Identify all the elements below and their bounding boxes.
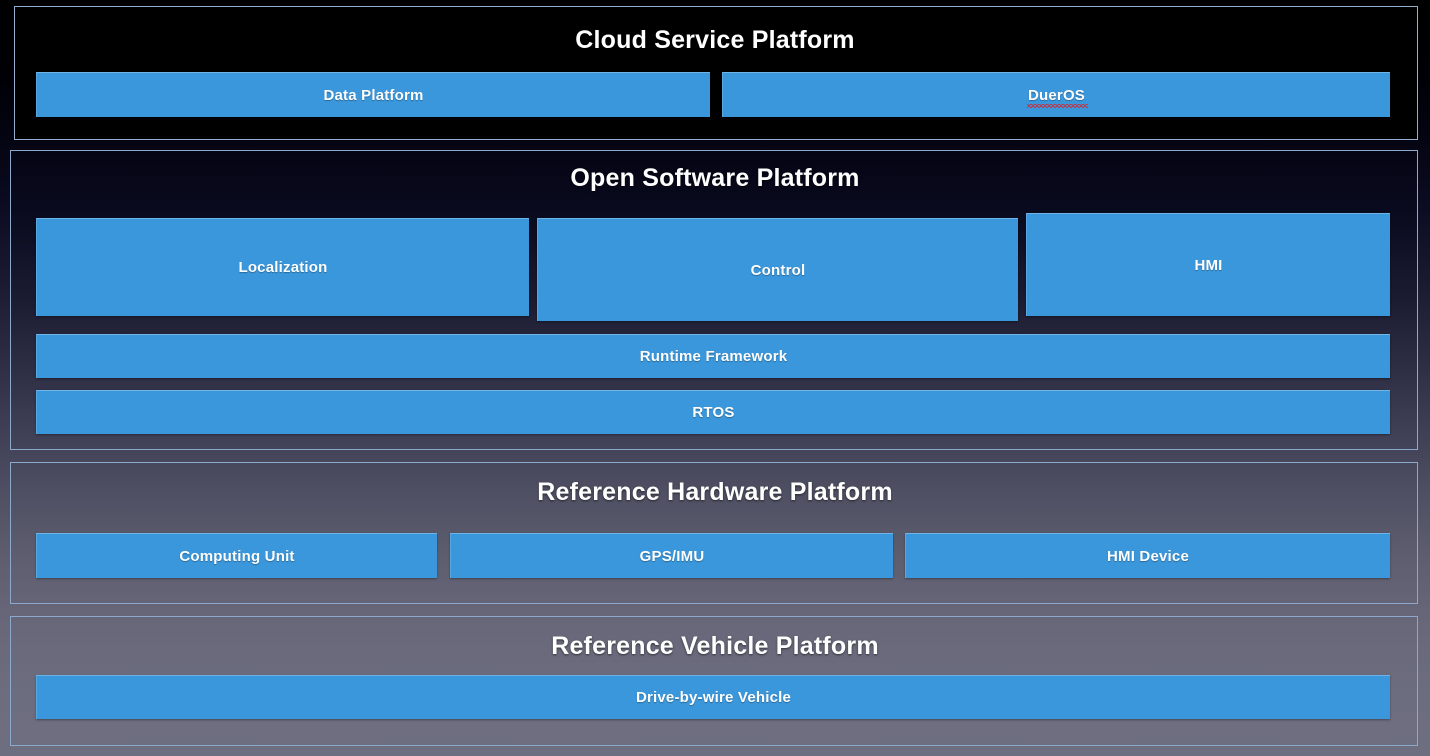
block-label-hmi-device: HMI Device xyxy=(1106,547,1190,565)
block-control[interactable]: Control xyxy=(537,218,1018,321)
block-localization[interactable]: Localization xyxy=(36,218,529,316)
block-label-drive-by-wire-vehicle: Drive-by-wire Vehicle xyxy=(635,689,792,706)
block-label-runtime-framework: Runtime Framework xyxy=(639,348,788,365)
layer-title-reference-hardware-platform: Reference Hardware Platform xyxy=(537,478,893,506)
layer-title-open-software-platform: Open Software Platform xyxy=(570,164,860,192)
block-data-platform[interactable]: Data Platform xyxy=(36,72,710,117)
block-runtime-framework[interactable]: Runtime Framework xyxy=(36,334,1390,378)
block-drive-by-wire-vehicle[interactable]: Drive-by-wire Vehicle xyxy=(36,675,1390,719)
block-label-computing-unit: Computing Unit xyxy=(179,547,295,565)
block-label-localization: Localization xyxy=(238,259,328,276)
block-label-rtos: RTOS xyxy=(692,404,735,421)
block-label-dueros: DuerOS xyxy=(1026,86,1089,108)
block-dueros[interactable]: DuerOS xyxy=(722,72,1390,117)
block-label-data-platform: Data Platform xyxy=(323,86,424,104)
layer-title-reference-vehicle-platform: Reference Vehicle Platform xyxy=(551,632,879,660)
block-label-gps-imu: GPS/IMU xyxy=(639,547,705,565)
layer-title-cloud-service-platform: Cloud Service Platform xyxy=(575,26,855,54)
block-hmi[interactable]: HMI xyxy=(1026,213,1390,316)
block-gps-imu[interactable]: GPS/IMU xyxy=(450,533,893,578)
layer-reference-vehicle-platform xyxy=(10,616,1418,746)
block-label-hmi: HMI xyxy=(1194,256,1223,274)
block-label-control: Control xyxy=(750,261,806,279)
block-rtos[interactable]: RTOS xyxy=(36,390,1390,434)
layer-reference-hardware-platform xyxy=(10,462,1418,604)
block-hmi-device[interactable]: HMI Device xyxy=(905,533,1390,578)
block-computing-unit[interactable]: Computing Unit xyxy=(36,533,437,578)
